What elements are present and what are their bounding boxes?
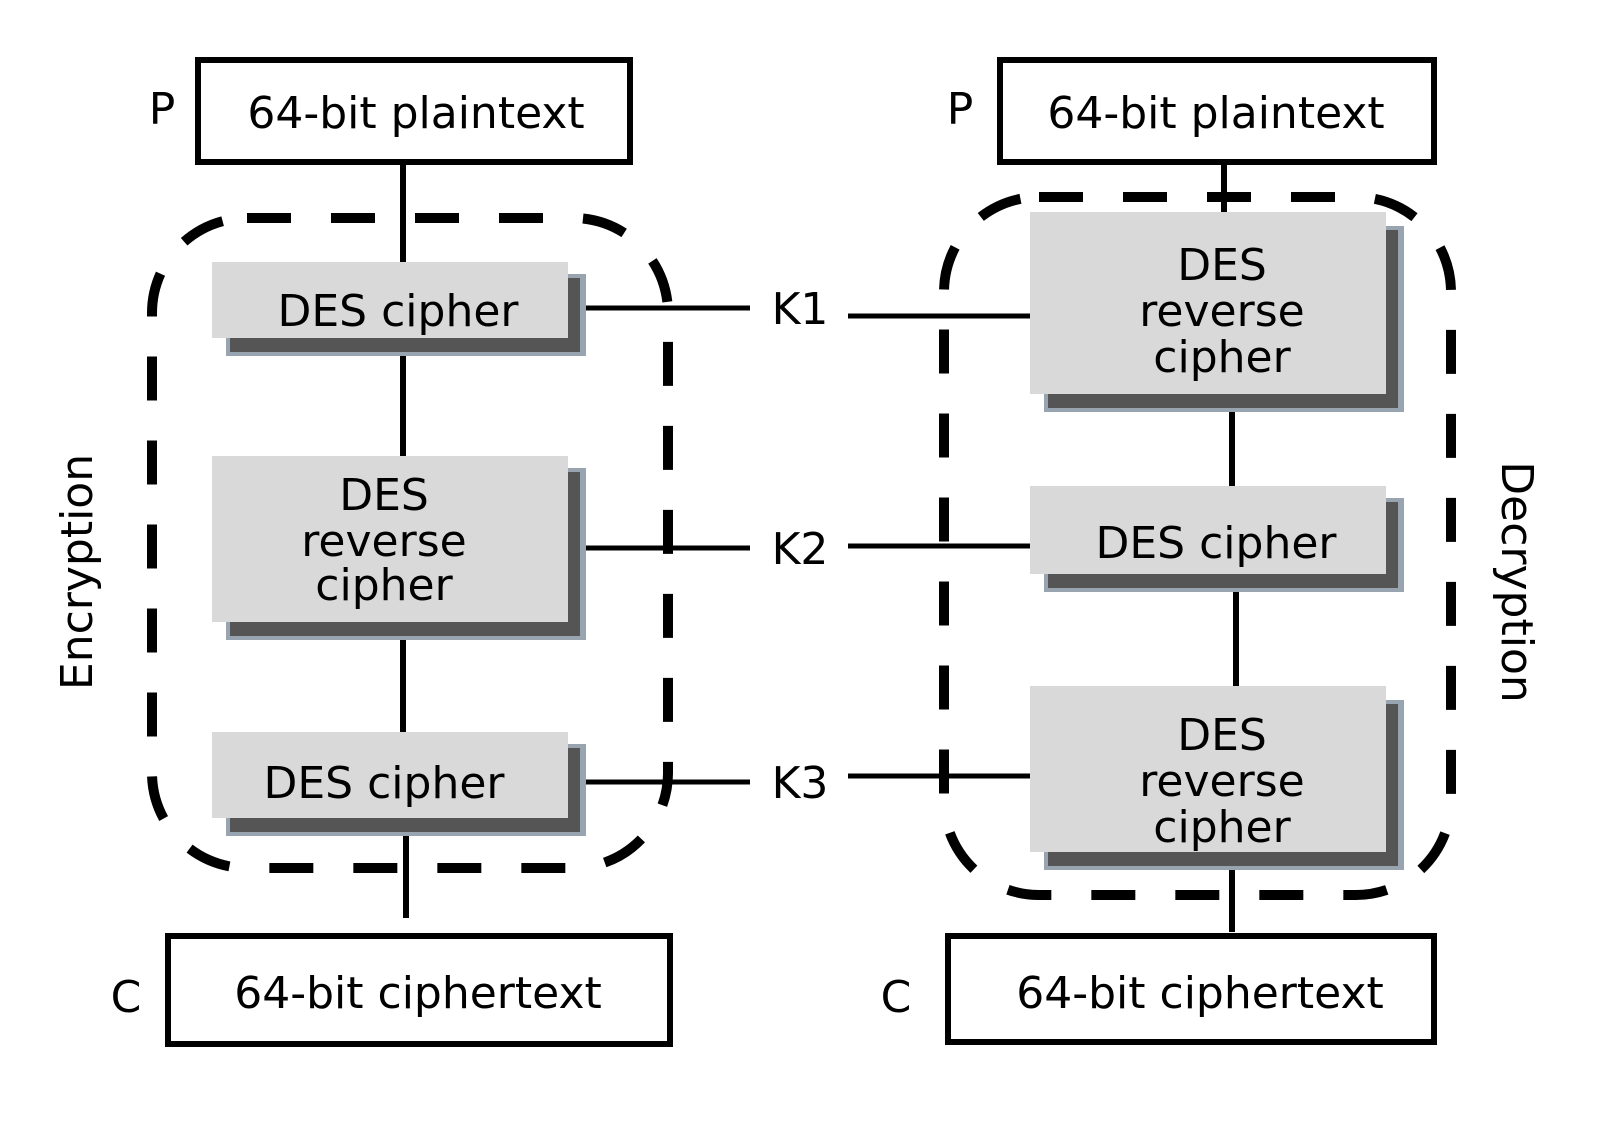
- dec-stage-3: DES reverse cipher: [1030, 686, 1404, 870]
- dec-stage-2-label: DES cipher: [1096, 518, 1338, 569]
- dec-plaintext-label: 64-bit plaintext: [1047, 88, 1384, 139]
- dec-ciphertext-box: [945, 933, 1437, 1045]
- dec-ciphertext-label: 64-bit ciphertext: [1016, 968, 1384, 1019]
- enc-stage-2-line-2: reverse: [301, 516, 466, 567]
- encryption-group-border: [147, 213, 673, 873]
- enc-stage-3: DES cipher: [212, 732, 586, 836]
- enc-stage-1: DES cipher: [212, 262, 586, 356]
- dec-stage-1: DES reverse cipher: [1030, 212, 1404, 412]
- enc-stage-1-label: DES cipher: [278, 286, 520, 337]
- dec-stage-3-line-3: cipher: [1153, 802, 1291, 853]
- enc-stage-2: DES reverse cipher: [212, 456, 586, 640]
- dec-stage-2: DES cipher: [1030, 486, 1404, 592]
- decryption-group-border: [939, 192, 1456, 900]
- key-label-k2: K2: [772, 524, 829, 575]
- decryption-side-label: Decryption: [1491, 461, 1542, 702]
- dec-plaintext-box: [997, 57, 1437, 165]
- enc-plaintext-box: [195, 57, 633, 165]
- key-label-k3: K3: [772, 758, 829, 809]
- dec-stage-1-line-3: cipher: [1153, 332, 1291, 383]
- enc-stage-2-line-3: cipher: [315, 560, 453, 611]
- dec-stage-1-line-1: DES: [1177, 240, 1267, 291]
- enc-plaintext-label: 64-bit plaintext: [247, 88, 584, 139]
- dec-ciphertext-prefix: C: [881, 972, 912, 1023]
- enc-ciphertext-label: 64-bit ciphertext: [234, 968, 602, 1019]
- encryption-side-label: Encryption: [52, 454, 103, 690]
- dec-stage-1-line-2: reverse: [1139, 286, 1304, 337]
- enc-ciphertext-box: [165, 933, 673, 1047]
- enc-stage-2-line-1: DES: [339, 470, 429, 521]
- dec-stage-3-line-2: reverse: [1139, 756, 1304, 807]
- enc-stage-3-label: DES cipher: [264, 758, 506, 809]
- dec-plaintext-prefix: P: [947, 84, 974, 135]
- enc-ciphertext-prefix: C: [111, 972, 142, 1023]
- dec-stage-3-line-1: DES: [1177, 710, 1267, 761]
- enc-plaintext-prefix: P: [149, 84, 176, 135]
- key-label-k1: K1: [772, 284, 829, 335]
